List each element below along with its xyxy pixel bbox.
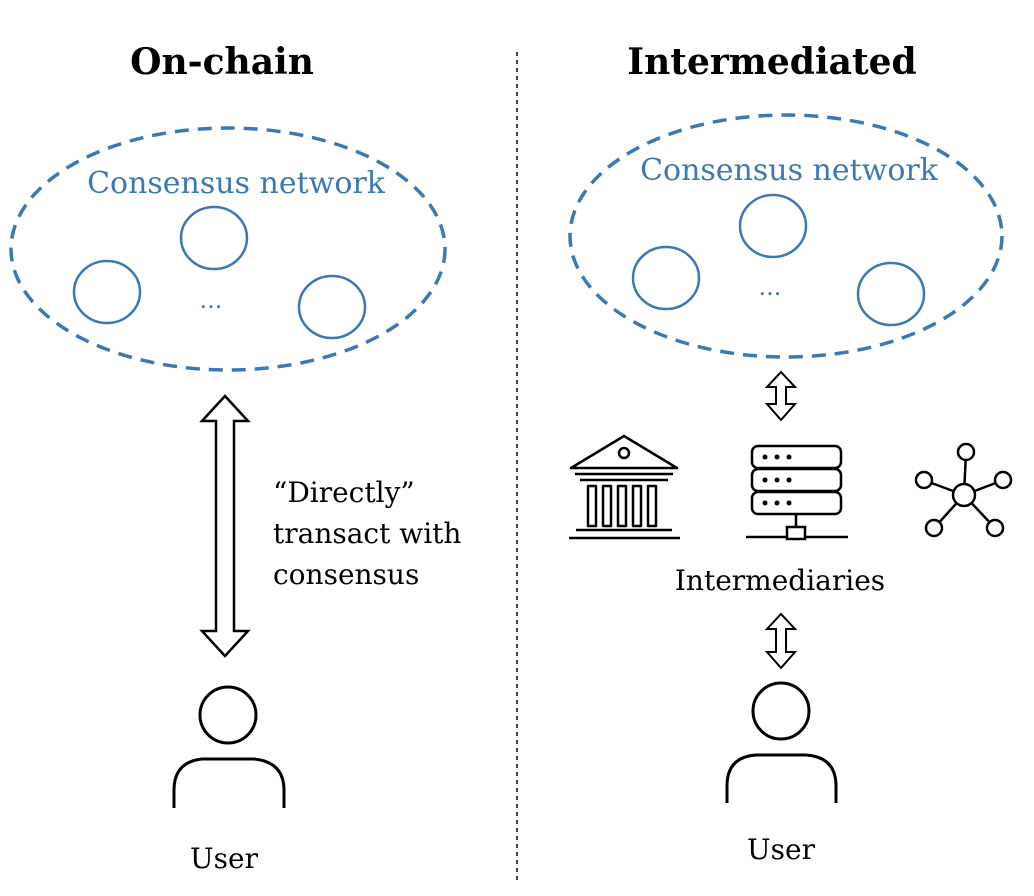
network-node — [179, 205, 249, 271]
user-icon — [725, 681, 838, 803]
caption-line: “Directly” — [273, 476, 415, 509]
caption-line: consensus — [273, 558, 419, 591]
user-icon — [172, 685, 286, 808]
network-node — [631, 245, 701, 311]
right-consensus-network: Consensus network ... — [568, 113, 1004, 359]
network-hub-icon — [914, 442, 1013, 538]
server-rack-icon — [746, 444, 848, 541]
more-nodes-ellipsis: ... — [759, 273, 782, 301]
right-user-label: User — [747, 833, 816, 866]
left-network-label: Consensus network — [87, 166, 386, 201]
right-network-boundary — [568, 113, 1004, 359]
network-node — [738, 193, 808, 259]
bidirectional-arrow-icon — [199, 394, 251, 658]
left-panel-title: On-chain — [130, 41, 314, 83]
network-node — [72, 259, 142, 325]
intermediaries-label: Intermediaries — [675, 564, 885, 597]
network-node — [856, 261, 926, 327]
caption-line: transact with — [273, 517, 461, 550]
right-panel: Intermediated Consensus network ... — [568, 41, 1013, 866]
bidirectional-arrow-icon — [764, 370, 798, 422]
bank-icon — [569, 434, 680, 540]
more-nodes-ellipsis: ... — [200, 286, 223, 314]
left-network-boundary — [9, 126, 447, 372]
right-panel-title: Intermediated — [627, 41, 916, 83]
left-user-label: User — [190, 842, 259, 875]
right-network-label: Consensus network — [640, 153, 939, 188]
arrow-caption: “Directly” transact with consensus — [273, 476, 470, 591]
network-node — [297, 274, 367, 340]
left-panel: On-chain Consensus network ... “Directly… — [9, 41, 470, 875]
left-consensus-network: Consensus network ... — [9, 126, 447, 372]
bidirectional-arrow-icon — [764, 612, 798, 670]
